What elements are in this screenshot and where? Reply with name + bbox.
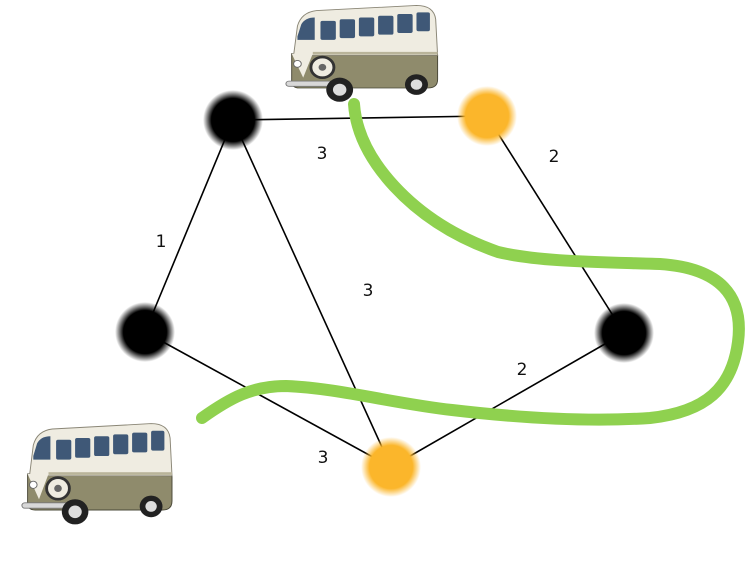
edge-weight-label: 2 [549, 147, 560, 167]
edges [144, 115, 625, 468]
black-node-d [594, 303, 654, 363]
edge-weight-labels: 3 2 1 3 3 2 [156, 144, 560, 468]
edge-a-e [232, 119, 392, 468]
van-icon [20, 422, 174, 526]
black-node-c [115, 302, 175, 362]
edge-weight-label: 3 [363, 281, 374, 301]
route-path [196, 98, 745, 426]
orange-node-e [361, 437, 421, 497]
edge-a-c [144, 119, 234, 333]
van-icon [284, 4, 440, 104]
edge-weight-label: 3 [317, 144, 328, 164]
nodes [115, 86, 654, 497]
edge-weight-label: 2 [517, 360, 528, 380]
edge-e-d [390, 332, 625, 468]
edge-weight-label: 1 [156, 232, 167, 252]
black-node-a [203, 90, 263, 150]
edge-c-e [144, 331, 392, 468]
orange-node-b [457, 86, 517, 146]
edge-weight-label: 3 [318, 448, 329, 468]
edge-b-d [486, 115, 625, 334]
